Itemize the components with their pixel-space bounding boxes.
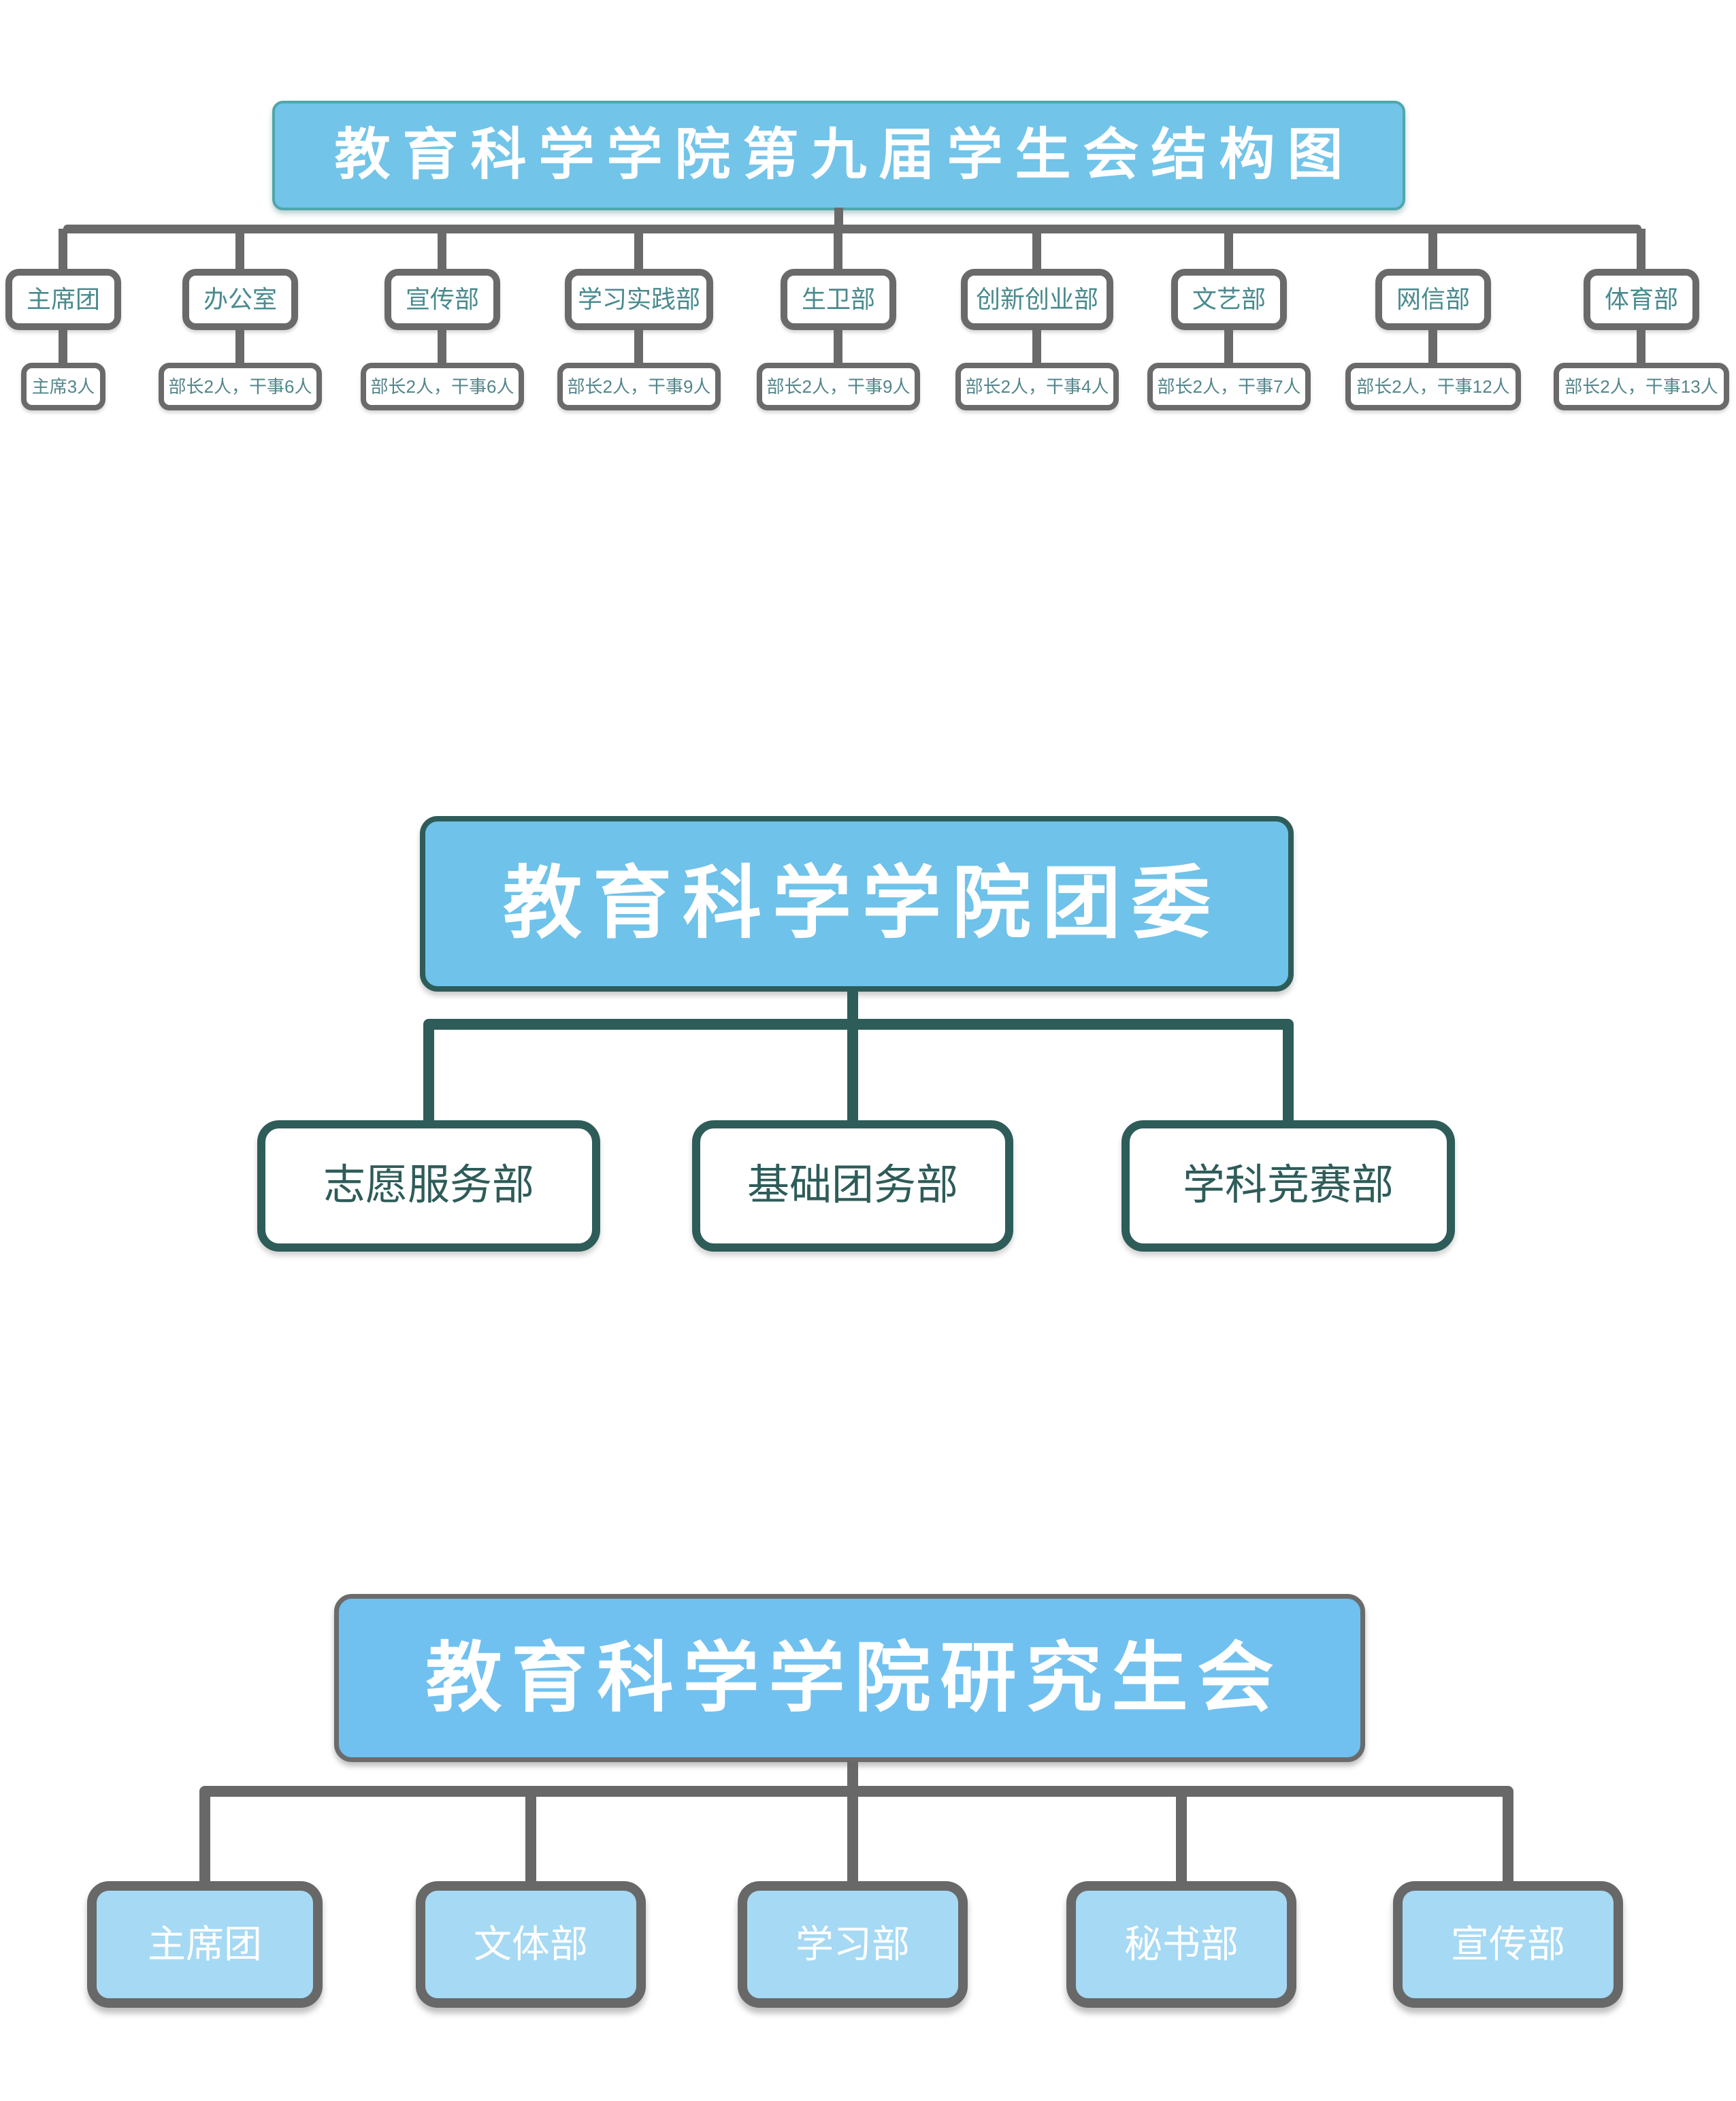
- connector-s3-drop: [525, 1791, 536, 1881]
- dept-box: 创新创业部: [961, 269, 1113, 330]
- connector-s1-staff: [438, 329, 446, 364]
- connector-s1-staff: [59, 329, 67, 364]
- connector-s1-drop: [1637, 229, 1645, 269]
- youth-league-title: 教育科学学院团委: [420, 816, 1294, 992]
- connector-s2-title-stub: [847, 990, 858, 1024]
- dept-box: 学习实践部: [565, 269, 713, 330]
- dept-box: 主席团: [87, 1881, 323, 2008]
- connector-s1-staff: [834, 329, 842, 364]
- connector-s2-drop: [423, 1024, 434, 1120]
- connector-s1-drop: [1224, 229, 1233, 269]
- connector-s1-staff: [235, 329, 244, 364]
- connector-s3-title-stub: [847, 1761, 858, 1791]
- staff-box: 部长2人，干事13人: [1554, 363, 1729, 410]
- connector-s1-staff: [1637, 329, 1645, 364]
- connector-s2-drop: [847, 1024, 858, 1120]
- connector-s1-drop: [235, 229, 244, 269]
- dept-box: 宣传部: [1393, 1881, 1623, 2008]
- connector-s1-drop: [438, 229, 446, 269]
- staff-box: 部长2人，干事12人: [1345, 363, 1521, 410]
- dept-box: 学习部: [738, 1881, 968, 2008]
- connector-s1-staff: [634, 329, 643, 364]
- connector-s1-drop: [1032, 229, 1041, 269]
- staff-box: 部长2人，干事6人: [361, 363, 524, 410]
- dept-box: 学科竞赛部: [1121, 1120, 1455, 1252]
- dept-box: 基础团务部: [692, 1120, 1013, 1252]
- graduate-union-title: 教育科学学院研究生会: [334, 1594, 1365, 1762]
- dept-box: 秘书部: [1066, 1881, 1296, 2008]
- student-union-title: 教育科学学院第九届学生会结构图: [272, 101, 1405, 210]
- dept-box: 文艺部: [1171, 269, 1287, 330]
- connector-s3-drop: [847, 1791, 858, 1881]
- dept-box: 网信部: [1375, 269, 1491, 330]
- connector-s1-staff: [1224, 329, 1233, 364]
- staff-box: 部长2人，干事9人: [557, 363, 721, 410]
- staff-box: 主席3人: [21, 363, 105, 410]
- dept-box: 体育部: [1584, 269, 1699, 330]
- staff-box: 部长2人，干事9人: [757, 363, 920, 410]
- dept-box: 主席团: [5, 269, 121, 330]
- connector-s1-staff: [1428, 329, 1437, 364]
- connector-s3-drop: [1176, 1791, 1187, 1881]
- staff-box: 部长2人，干事4人: [955, 363, 1119, 410]
- staff-box: 部长2人，干事7人: [1147, 363, 1311, 410]
- dept-box: 宣传部: [384, 269, 500, 330]
- connector-s1-bus: [63, 225, 1641, 233]
- connector-s1-title-stub: [834, 208, 843, 228]
- connector-s1-drop: [634, 229, 643, 269]
- dept-box: 办公室: [182, 269, 298, 330]
- dept-box: 志愿服务部: [257, 1120, 600, 1252]
- connector-s3-drop: [199, 1791, 210, 1881]
- connector-s1-drop: [834, 229, 842, 269]
- dept-box: 文体部: [416, 1881, 646, 2008]
- connector-s1-staff: [1032, 329, 1041, 364]
- dept-box: 生卫部: [781, 269, 896, 330]
- connector-s3-drop: [1503, 1791, 1513, 1881]
- connector-s2-drop: [1283, 1024, 1294, 1120]
- staff-box: 部长2人，干事6人: [159, 363, 322, 410]
- connector-s2-bus: [423, 1019, 1294, 1030]
- connector-s1-drop: [1428, 229, 1437, 269]
- connector-s1-drop: [59, 229, 67, 269]
